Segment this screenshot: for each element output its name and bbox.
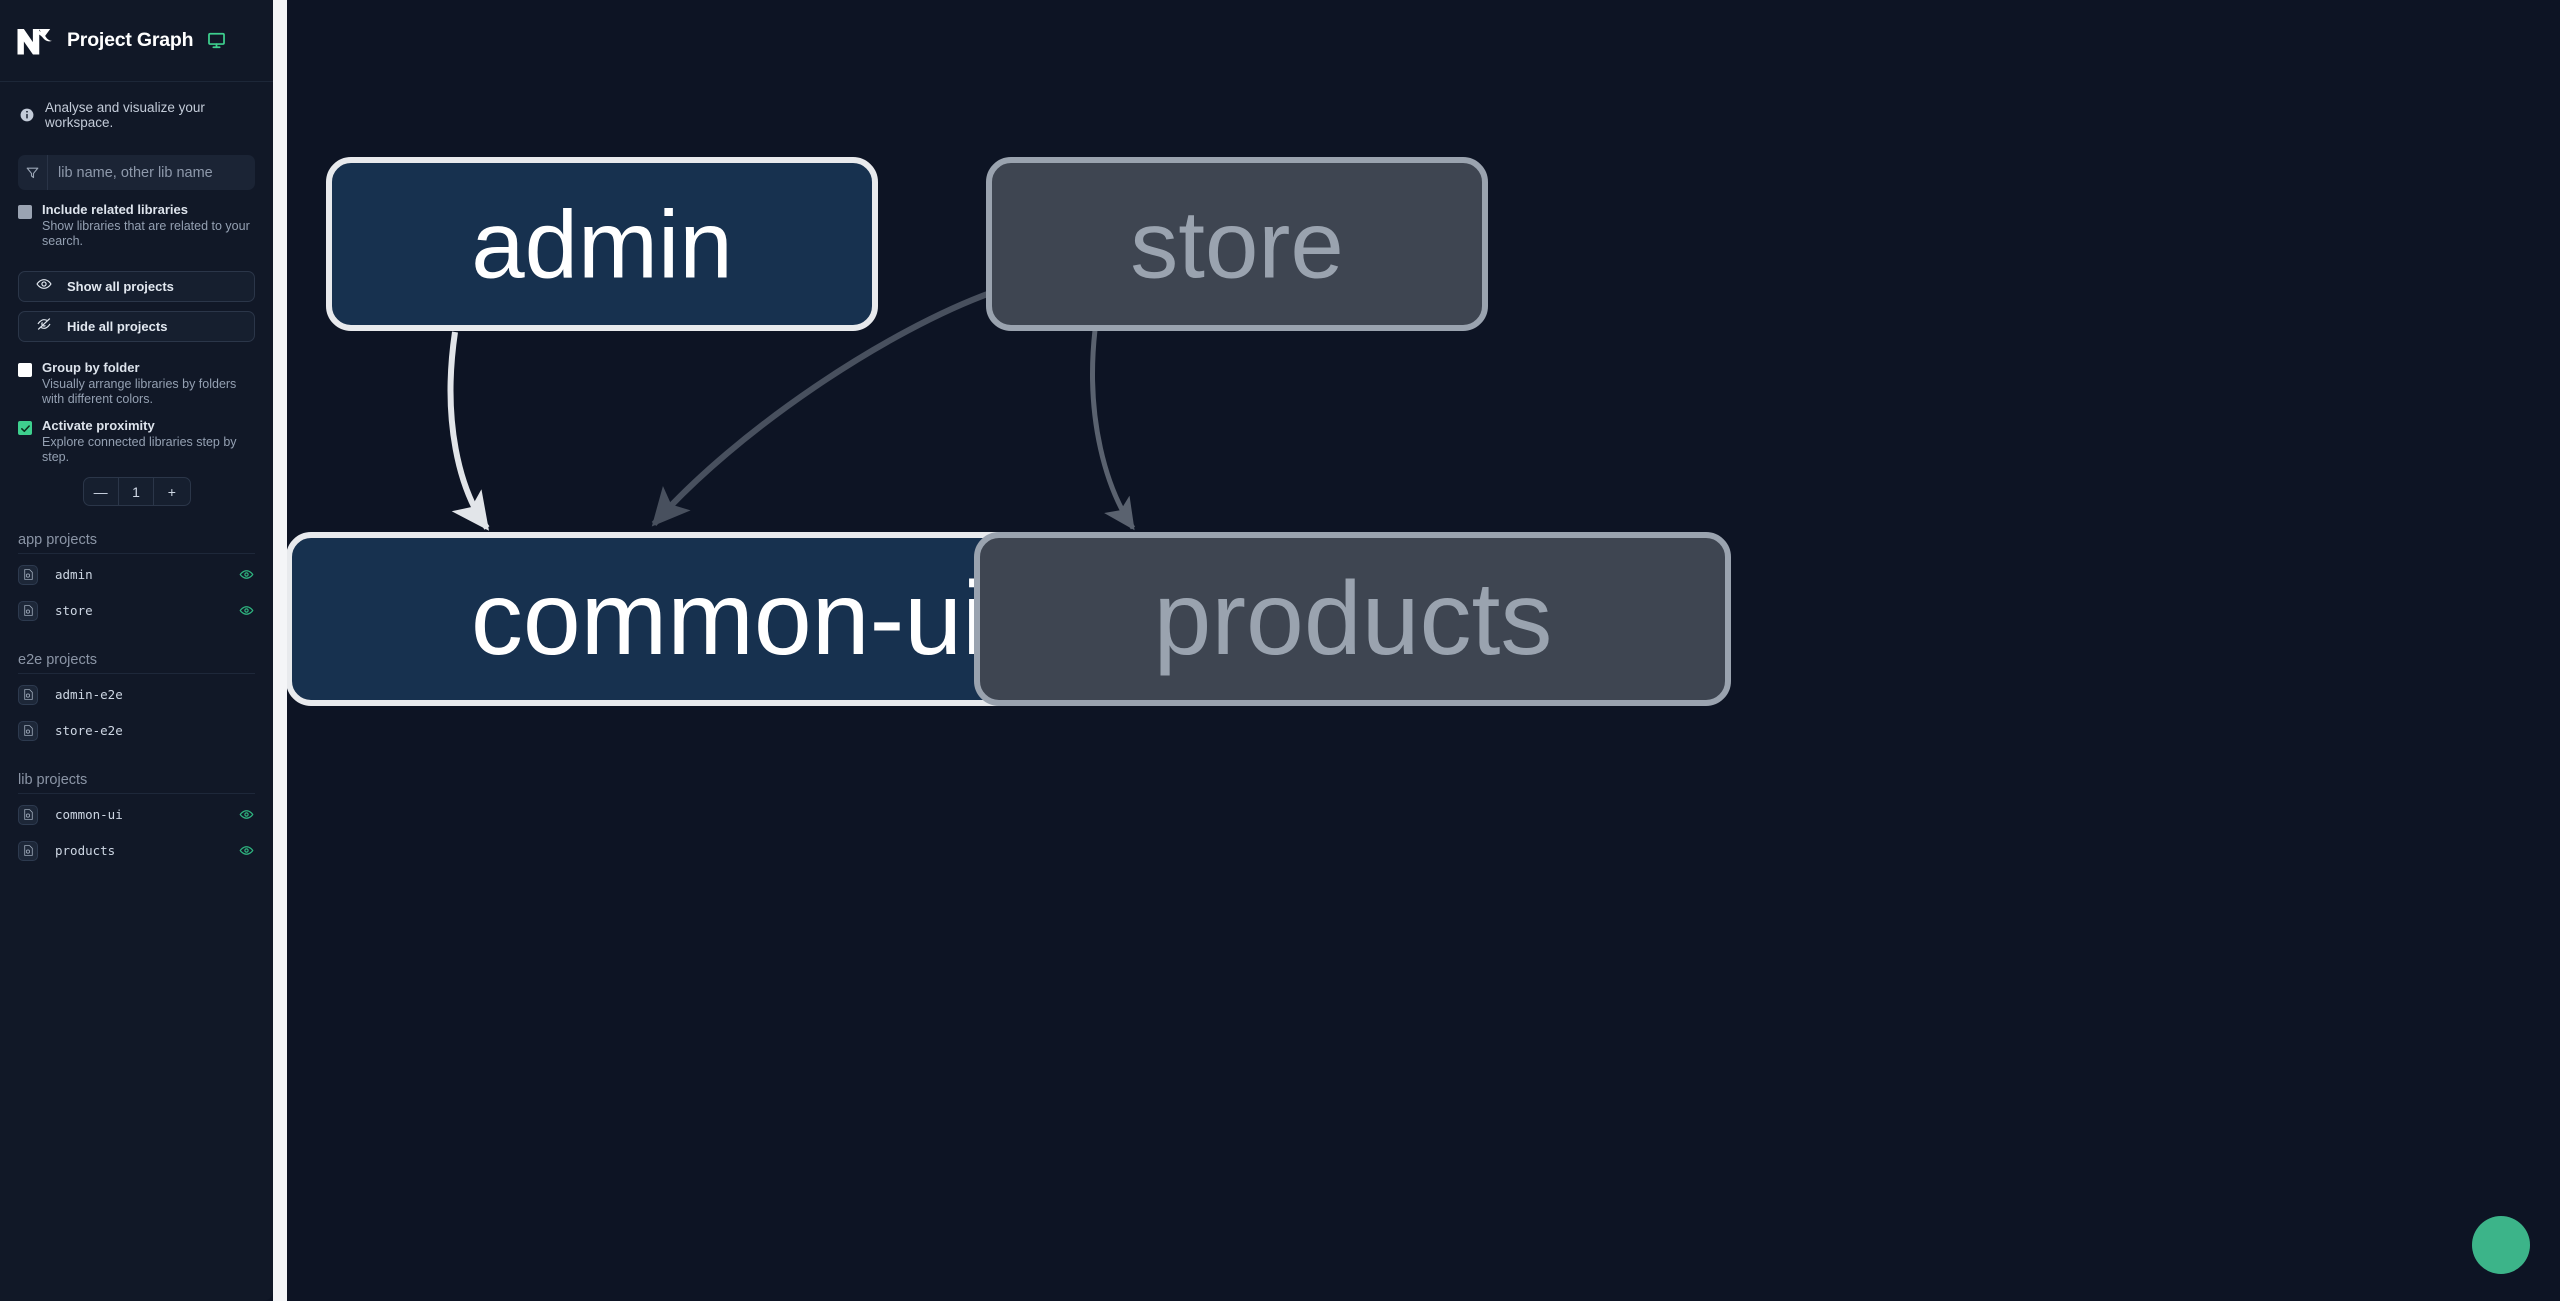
sidebar: Project Graph Analyse and vis (0, 0, 273, 1301)
option-activate-proximity[interactable]: Activate proximity Explore connected lib… (0, 407, 273, 465)
eye-icon[interactable] (237, 602, 255, 620)
project-icon (18, 840, 38, 861)
list-item[interactable]: admin-e2e (18, 679, 255, 710)
option-description: Visually arrange libraries by folders wi… (42, 377, 237, 406)
eye-slot-empty[interactable] (237, 722, 255, 740)
node-label-admin: admin (471, 192, 732, 299)
checkbox-activate-proximity[interactable] (18, 421, 32, 435)
sidebar-tagline: Analyse and visualize your workspace. (0, 82, 273, 130)
eye-off-icon (36, 316, 52, 337)
project-name: products (55, 843, 116, 858)
project-graph-canvas[interactable]: admin store common-ui products (287, 0, 2560, 1301)
checkbox-group-by-folder[interactable] (18, 363, 32, 377)
option-label: Include related libraries (42, 202, 188, 217)
option-group-by-folder[interactable]: Group by folder Visually arrange librari… (0, 342, 273, 407)
nx-logo-icon (16, 26, 52, 56)
group-title: app projects (18, 532, 255, 554)
list-item[interactable]: common-ui (18, 799, 255, 830)
project-icon (18, 564, 38, 585)
option-include-related-libraries[interactable]: Include related libraries Show libraries… (0, 190, 273, 249)
option-description: Explore connected libraries step by step… (42, 435, 237, 464)
list-item[interactable]: store-e2e (18, 715, 255, 746)
project-name: store-e2e (55, 723, 123, 738)
filter-input-wrapper[interactable] (18, 155, 255, 190)
graph-node-admin[interactable]: admin (326, 157, 878, 331)
hide-all-projects-button[interactable]: Hide all projects (18, 311, 255, 342)
list-item[interactable]: admin (18, 559, 255, 590)
option-label: Activate proximity (42, 418, 155, 433)
filter-funnel-icon (18, 155, 48, 190)
group-title: lib projects (18, 772, 255, 794)
info-icon (20, 108, 34, 122)
edge-admin-to-common-ui[interactable] (447, 331, 490, 531)
visibility-buttons: Show all projects Hide all projects (18, 271, 255, 342)
project-icon (18, 720, 38, 741)
option-label: Group by folder (42, 360, 140, 375)
list-item[interactable]: store (18, 595, 255, 626)
eye-icon[interactable] (237, 806, 255, 824)
project-icon (18, 600, 38, 621)
show-all-projects-label: Show all projects (67, 279, 174, 294)
project-name: common-ui (55, 807, 123, 822)
show-all-projects-button[interactable]: Show all projects (18, 271, 255, 302)
checkbox-include-related-libraries[interactable] (18, 205, 32, 219)
project-name: store (55, 603, 93, 618)
eye-icon[interactable] (237, 566, 255, 584)
sidebar-scrollbar[interactable] (273, 0, 287, 1301)
graph-node-products[interactable]: products (974, 532, 1731, 706)
tagline-text: Analyse and visualize your workspace. (45, 100, 205, 130)
group-e2e-projects: e2e projects admin-e2e (0, 652, 273, 746)
proximity-increment-button[interactable]: + (167, 483, 176, 500)
node-label-store: store (1130, 192, 1343, 299)
edge-store-to-products[interactable] (1090, 329, 1136, 531)
project-name: admin-e2e (55, 687, 123, 702)
proximity-value: 1 (119, 478, 155, 505)
project-name: admin (55, 567, 93, 582)
group-app-projects: app projects admin (0, 532, 273, 626)
monitor-icon[interactable] (207, 31, 226, 50)
edge-store-to-common-ui[interactable] (651, 289, 995, 527)
proximity-stepper[interactable]: — 1 + (82, 477, 191, 506)
group-lib-projects: lib projects common-ui (0, 772, 273, 866)
list-item[interactable]: products (18, 835, 255, 866)
node-label-products: products (1154, 561, 1553, 677)
page-title: Project Graph (67, 29, 194, 51)
graph-edges (447, 289, 1136, 531)
group-title: e2e projects (18, 652, 255, 674)
eye-icon (36, 276, 52, 297)
node-label-common-ui: common-ui (471, 561, 985, 677)
graph-node-common-ui[interactable]: common-ui (287, 532, 1171, 706)
project-icon (18, 684, 38, 705)
sidebar-body: Analyse and visualize your workspace. In… (0, 82, 273, 1301)
eye-slot-empty[interactable] (237, 686, 255, 704)
graph-svg: admin store common-ui products (287, 157, 1731, 706)
eye-icon[interactable] (237, 842, 255, 860)
graph-nodes: admin store common-ui products (287, 157, 1731, 706)
proximity-decrement-button[interactable]: — (84, 478, 119, 505)
download-button[interactable] (2472, 1216, 2530, 1274)
hide-all-projects-label: Hide all projects (67, 319, 168, 334)
graph-node-store[interactable]: store (986, 157, 1488, 331)
project-icon (18, 804, 38, 825)
option-description: Show libraries that are related to your … (42, 219, 250, 248)
search-input[interactable] (48, 155, 255, 190)
sidebar-header: Project Graph (0, 0, 273, 82)
